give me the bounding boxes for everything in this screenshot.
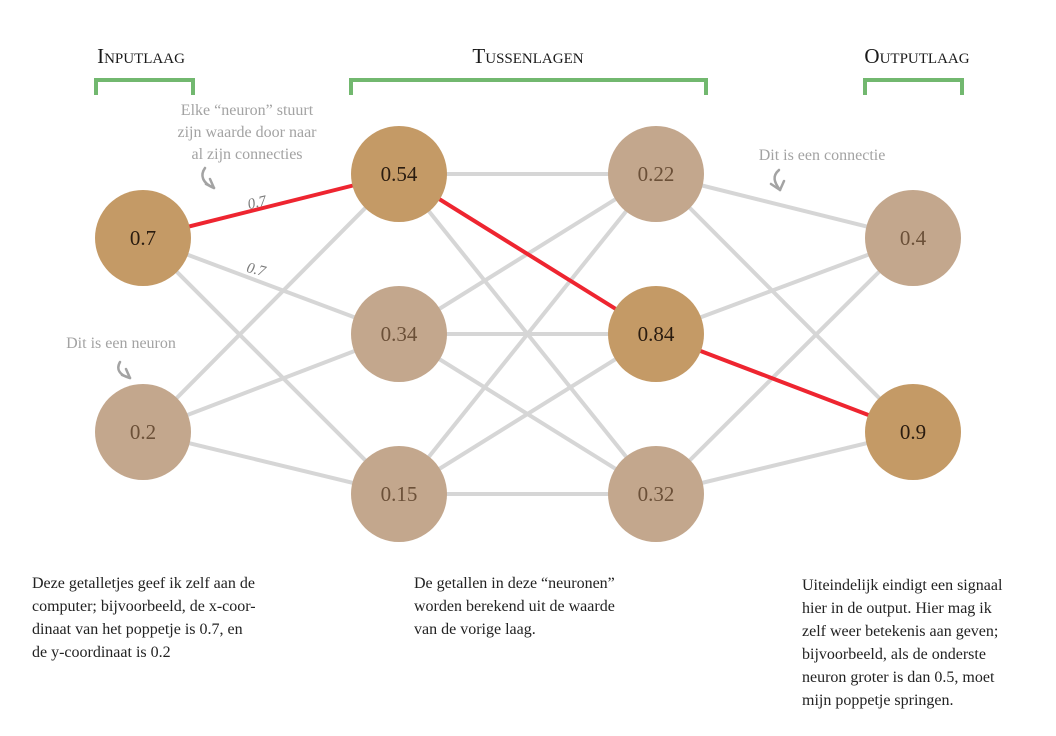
description-hidden: De getallen in deze “neuronen” worden be… <box>414 572 615 641</box>
connection-line <box>397 172 658 496</box>
description-input: Deze getalletjes geef ik zelf aan de com… <box>32 572 256 664</box>
annotation-neuron-sends-line-2: zijn waarde door naar <box>177 124 317 141</box>
arrowhead-neuron-icon <box>120 367 132 380</box>
neuron-circle <box>351 126 447 222</box>
description-input-line: Deze getalletjes geef ik zelf aan de <box>32 575 255 592</box>
neuron-value: 0.32 <box>638 482 675 506</box>
bracket-hidden <box>349 78 708 95</box>
neuron-circle <box>608 126 704 222</box>
neuron-value: 0.22 <box>638 162 675 186</box>
neuron-value: 0.15 <box>381 482 418 506</box>
description-output: Uiteindelijk eindigt een signaal hier in… <box>802 574 1002 712</box>
description-hidden-line: worden berekend uit de waarde <box>414 598 615 615</box>
description-output-line: mijn poppetje springen. <box>802 692 954 709</box>
description-output-line: bijvoorbeeld, als de onderste <box>802 646 986 663</box>
description-input-line: dinaat van het poppetje is 0.7, en <box>32 621 243 638</box>
bracket-output <box>863 78 964 95</box>
neuron-value: 0.54 <box>381 162 418 186</box>
neuron-input-2: 0.2 <box>95 384 191 480</box>
neuron-hidden1-2: 0.34 <box>351 286 447 382</box>
neuron-value: 0.84 <box>638 322 675 346</box>
neuron-value: 0.34 <box>381 322 418 346</box>
neuron-circle <box>865 190 961 286</box>
weight-label-1: 0.7 <box>246 193 269 213</box>
connection-line <box>141 172 401 434</box>
connections <box>141 172 915 496</box>
description-output-line: neuron groter is dan 0.5, moet <box>802 669 995 686</box>
neuron-circle <box>95 190 191 286</box>
arrowhead-neuron-sends-icon <box>204 177 216 190</box>
neuron-hidden1-3: 0.15 <box>351 446 447 542</box>
connection-line <box>397 332 658 496</box>
connection-line <box>654 236 915 496</box>
layer-title-output: Outputlaag <box>864 44 969 68</box>
neuron-value: 0.7 <box>130 226 156 250</box>
description-output-line: Uiteindelijk eindigt een signaal <box>802 577 1003 594</box>
connection-line <box>141 236 401 496</box>
neuron-output-1: 0.4 <box>865 190 961 286</box>
neuron-value: 0.2 <box>130 420 156 444</box>
neuron-circle <box>351 286 447 382</box>
nodes: 0.7 0.2 0.54 0.34 0.15 0.22 0.84 0.32 0.4 0.9 <box>95 126 961 542</box>
description-output-line: zelf weer betekenis aan geven; <box>802 623 999 640</box>
annotation-connection: Dit is een connectie <box>759 147 886 164</box>
arrowhead-connection-icon <box>769 179 786 192</box>
connection-line <box>654 172 915 434</box>
annotation-neuron: Dit is een neuron <box>66 335 176 352</box>
neuron-hidden1-1: 0.54 <box>351 126 447 222</box>
neuron-hidden2-2: 0.84 <box>608 286 704 382</box>
neuron-circle <box>351 446 447 542</box>
weight-label-2: 0.7 <box>245 260 269 280</box>
active-connections <box>142 172 914 434</box>
neuron-value: 0.9 <box>900 420 926 444</box>
neuron-circle <box>865 384 961 480</box>
annotation-neuron-sends-line-1: Elke “neuron” stuurt <box>181 102 314 119</box>
neuron-hidden2-1: 0.22 <box>608 126 704 222</box>
layer-title-hidden: Tussenlagen <box>472 44 583 68</box>
neuron-circle <box>95 384 191 480</box>
active-connection-line <box>397 172 658 336</box>
neuron-input-1: 0.7 <box>95 190 191 286</box>
neuron-circle <box>608 446 704 542</box>
description-output-line: hier in de output. Hier mag ik <box>802 600 992 617</box>
description-input-line: computer; bijvoorbeeld, de x-coor- <box>32 598 256 615</box>
bracket-input <box>94 78 195 95</box>
layer-title-input: Inputlaag <box>97 44 185 68</box>
annotation-neuron-sends-line-3: al zijn connecties <box>191 146 302 163</box>
neuron-circle <box>608 286 704 382</box>
description-hidden-line: De getallen in deze “neuronen” <box>414 575 615 592</box>
description-hidden-line: van de vorige laag. <box>414 621 536 638</box>
neuron-value: 0.4 <box>900 226 927 250</box>
description-input-line: de y-coordinaat is 0.2 <box>32 644 171 661</box>
neuron-hidden2-3: 0.32 <box>608 446 704 542</box>
neuron-output-2: 0.9 <box>865 384 961 480</box>
